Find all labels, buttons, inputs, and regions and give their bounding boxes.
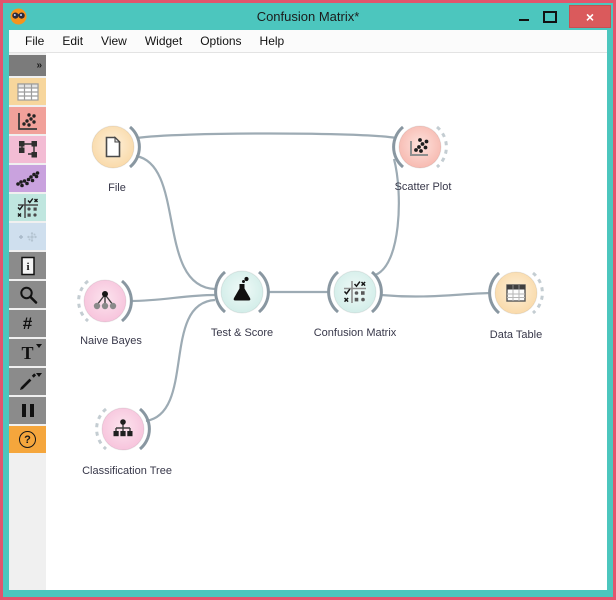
toolbox-expand-button[interactable]: » [9, 55, 46, 76]
toolbox-category-evaluate[interactable] [9, 194, 46, 221]
text-tool-icon: T [21, 342, 34, 363]
tree-model-icon [18, 140, 37, 157]
hash-grid-icon: # [22, 313, 33, 333]
dropdown-corner-icon [36, 373, 42, 377]
magnifier-icon [19, 286, 37, 304]
faint-prototypes-icon [18, 231, 37, 242]
node-test-and-score[interactable] [214, 270, 270, 314]
cluster-dots-icon [15, 170, 39, 187]
dropdown-corner-icon [36, 344, 42, 348]
data-table-icon [506, 284, 526, 302]
menu-bar: File Edit View Widget Options Help [9, 30, 607, 53]
link-naivebayes-testscore[interactable] [130, 293, 216, 303]
flask-icon [233, 276, 251, 301]
node-classification-tree[interactable] [95, 407, 151, 451]
window-chrome: Confusion Matrix* × File Edit View Widge… [3, 3, 613, 597]
node-label-file[interactable]: File [108, 182, 126, 194]
file-document-icon [105, 136, 121, 158]
menu-item-file[interactable]: File [25, 33, 45, 48]
window-title: Confusion Matrix* [256, 9, 360, 24]
tool-arrow-annotation[interactable] [9, 368, 46, 395]
node-label-confusion-matrix[interactable]: Confusion Matrix [313, 327, 397, 339]
tool-help[interactable]: ? [9, 426, 46, 453]
menu-item-view[interactable]: View [101, 33, 127, 48]
menu-item-edit[interactable]: Edit [62, 33, 84, 48]
tool-pause-signals[interactable] [9, 397, 46, 424]
titlebar[interactable]: Confusion Matrix* × [3, 3, 613, 30]
workflow-scene [77, 125, 544, 451]
widget-toolbox: » [9, 53, 46, 590]
tool-zoom[interactable] [9, 281, 46, 308]
toolbox-category-table-grid[interactable] [9, 78, 46, 105]
toolbox-category-scatter[interactable] [9, 107, 46, 134]
tool-workflow-info[interactable]: i [9, 252, 46, 279]
link-file-testscore[interactable] [135, 154, 216, 291]
node-label-test-and-score[interactable]: Test & Score [210, 327, 274, 339]
classification-tree-icon [113, 419, 133, 437]
scatter-plot-icon [410, 138, 429, 156]
pause-icon [21, 404, 34, 417]
confusion-matrix-icon [343, 281, 366, 303]
toolbox-category-cluster[interactable] [9, 165, 46, 192]
menu-item-options[interactable]: Options [200, 33, 242, 48]
node-label-classification-tree[interactable]: Classification Tree [82, 465, 172, 477]
toolbox-category-tree[interactable] [9, 136, 46, 163]
node-confusion-matrix[interactable] [327, 270, 383, 314]
node-naive-bayes[interactable] [77, 279, 133, 323]
document-info-icon: i [20, 256, 35, 275]
node-label-scatter-plot[interactable]: Scatter Plot [394, 181, 452, 193]
menu-item-widget[interactable]: Widget [144, 33, 183, 48]
workflow-canvas[interactable]: File Scatter Plot Naive Bayes Test & Sco… [46, 53, 607, 590]
maximize-button[interactable] [537, 6, 563, 28]
table-grid-icon [16, 82, 39, 101]
close-button[interactable]: × [569, 5, 611, 28]
node-label-naive-bayes[interactable]: Naive Bayes [80, 335, 142, 347]
pen-arrow-icon [19, 372, 36, 390]
link-confusionmatrix-scatterplot[interactable] [374, 158, 400, 277]
tool-align-grid[interactable]: # [9, 310, 46, 337]
svg-text:i: i [26, 261, 29, 273]
link-confusionmatrix-datatable[interactable] [380, 291, 491, 298]
confusion-matrix-icon [16, 197, 38, 218]
help-icon: ? [19, 431, 36, 448]
naive-bayes-icon [93, 291, 117, 310]
tool-text-annotation[interactable]: T [9, 339, 46, 366]
node-scatter-plot[interactable] [392, 125, 448, 169]
toolbox-category-prototypes[interactable] [9, 223, 46, 250]
window-content: File Edit View Widget Options Help » [9, 30, 607, 590]
node-file[interactable] [91, 125, 141, 169]
node-label-data-table[interactable]: Data Table [489, 329, 543, 341]
menu-item-help[interactable]: Help [259, 33, 285, 48]
link-classificationtree-testscore[interactable] [145, 298, 216, 423]
minimize-button[interactable] [511, 6, 537, 28]
scatter-plot-icon [17, 112, 37, 130]
node-data-table[interactable] [488, 271, 544, 315]
link-file-scatterplot[interactable] [136, 132, 397, 140]
orange-app-logo-icon [10, 8, 27, 25]
